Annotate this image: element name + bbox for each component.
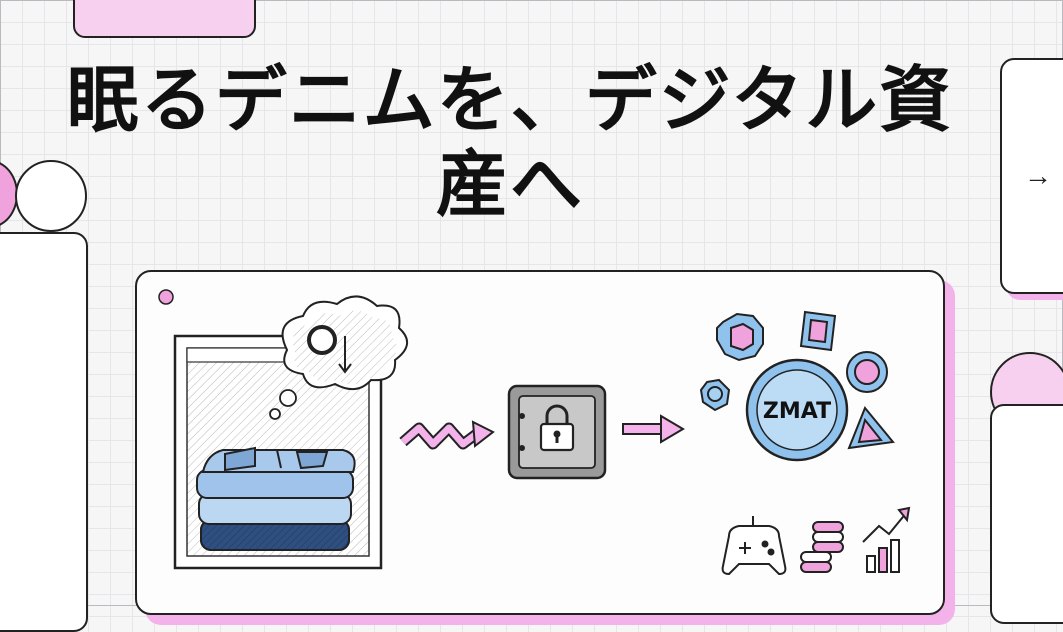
- pink-dot-icon: [158, 289, 174, 305]
- folded-jeans-icon: [196, 446, 356, 551]
- illustration: ZMAT: [158, 289, 911, 576]
- token-label: ZMAT: [763, 399, 831, 424]
- thought-bubble-icon: [269, 295, 408, 420]
- safe-lock-icon: [507, 384, 607, 480]
- illustration-panel: ZMAT: [135, 270, 945, 615]
- squiggle-arrow-icon: [399, 420, 495, 450]
- gem-icon: [699, 310, 895, 450]
- slide-title: 眠るデニムを、デジタル資産へ: [66, 58, 954, 226]
- deco-card-left: [0, 232, 88, 632]
- arrow-right-icon: [622, 414, 685, 444]
- zmat-token-icon: ZMAT: [745, 358, 849, 462]
- arrow-right-icon: →: [1024, 160, 1052, 191]
- deco-card-right: [990, 404, 1063, 624]
- next-slide-button[interactable]: →: [1000, 58, 1063, 294]
- game-controller-icon: [721, 516, 787, 576]
- deco-circle-left: [15, 160, 87, 232]
- growth-chart-icon: [862, 506, 911, 573]
- coin-stack-icon: [800, 521, 844, 573]
- deco-pink-tab: [73, 0, 256, 38]
